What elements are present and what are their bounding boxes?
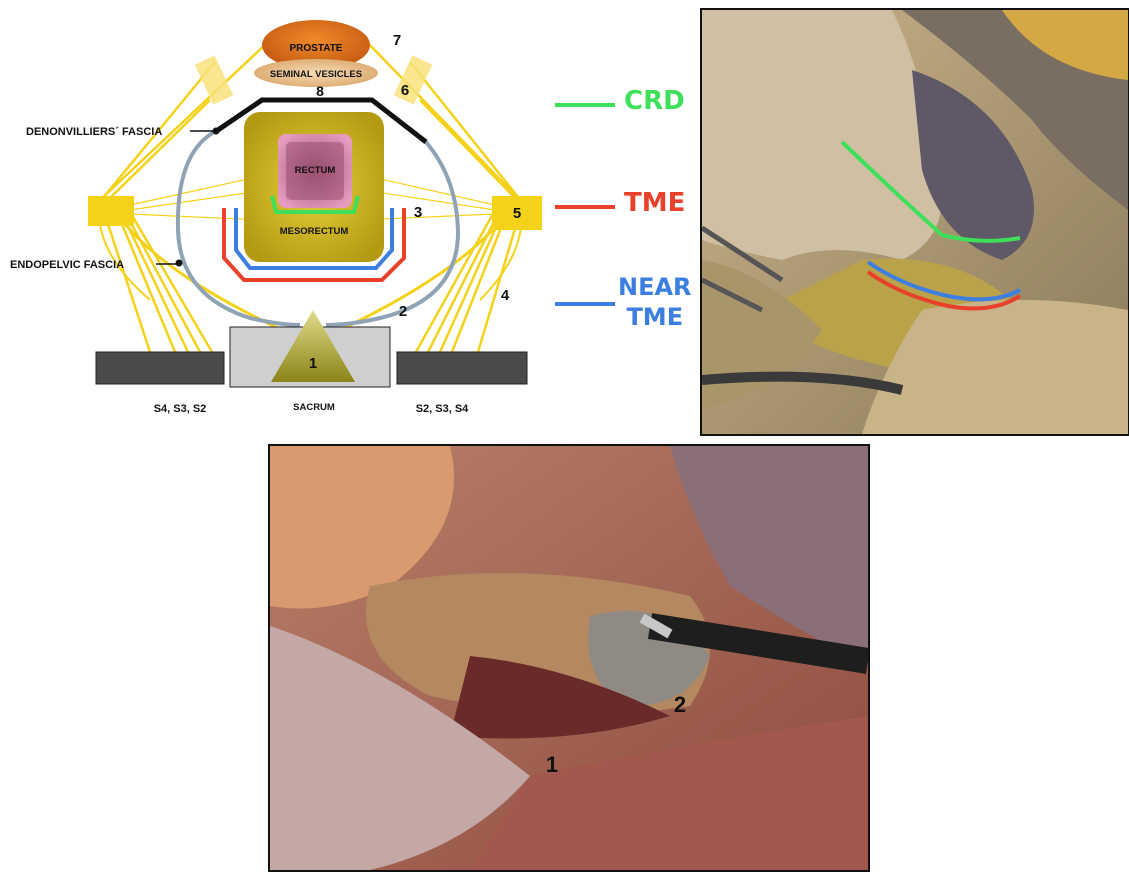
legend-crd-label: CRD	[624, 86, 685, 116]
legend-near-tme-swatch	[555, 302, 615, 306]
prostate-label: PROSTATE	[290, 43, 343, 54]
pelvic-fascia-diagram: PROSTATE SEMINAL VESICLES RECTUM MESOREC…	[0, 0, 560, 430]
number-5: 5	[513, 205, 521, 222]
number-1: 1	[309, 355, 317, 372]
neurovascular-bundle-right	[394, 55, 433, 104]
legend-tme-swatch	[555, 205, 615, 209]
nerve-roots-left-label: S4, S3, S2	[154, 403, 207, 415]
pelvic-plexus-left	[88, 196, 134, 226]
number-6: 6	[401, 82, 409, 99]
sacrum-label: SACRUM	[293, 402, 335, 413]
rectum-label: RECTUM	[295, 165, 336, 176]
sacral-roots-right	[397, 352, 527, 384]
number-8: 8	[316, 83, 324, 99]
sacral-roots-left	[96, 352, 224, 384]
cadaver-dissection-photo	[700, 8, 1129, 436]
endopelvic-label: ENDOPELVIC FASCIA	[10, 259, 124, 271]
number-4: 4	[501, 287, 510, 304]
denonvilliers-label: DENONVILLIERS´ FASCIA	[26, 126, 162, 138]
number-3: 3	[414, 204, 422, 221]
legend-crd-swatch	[555, 103, 615, 107]
seminal-vesicles-label: SEMINAL VESICLES	[270, 69, 362, 80]
mesorectum-label: MESORECTUM	[280, 226, 349, 237]
number-7: 7	[393, 32, 401, 49]
nerve-roots-right-label: S2, S3, S4	[416, 403, 469, 415]
photo-label-2: 2	[674, 692, 686, 717]
photo-label-1: 1	[546, 752, 558, 777]
laparoscopic-photo: 1 2	[268, 444, 870, 872]
number-2: 2	[399, 303, 407, 320]
legend-tme-label: TME	[624, 188, 685, 218]
legend-near-tme-label: NEAR TME	[618, 272, 692, 332]
